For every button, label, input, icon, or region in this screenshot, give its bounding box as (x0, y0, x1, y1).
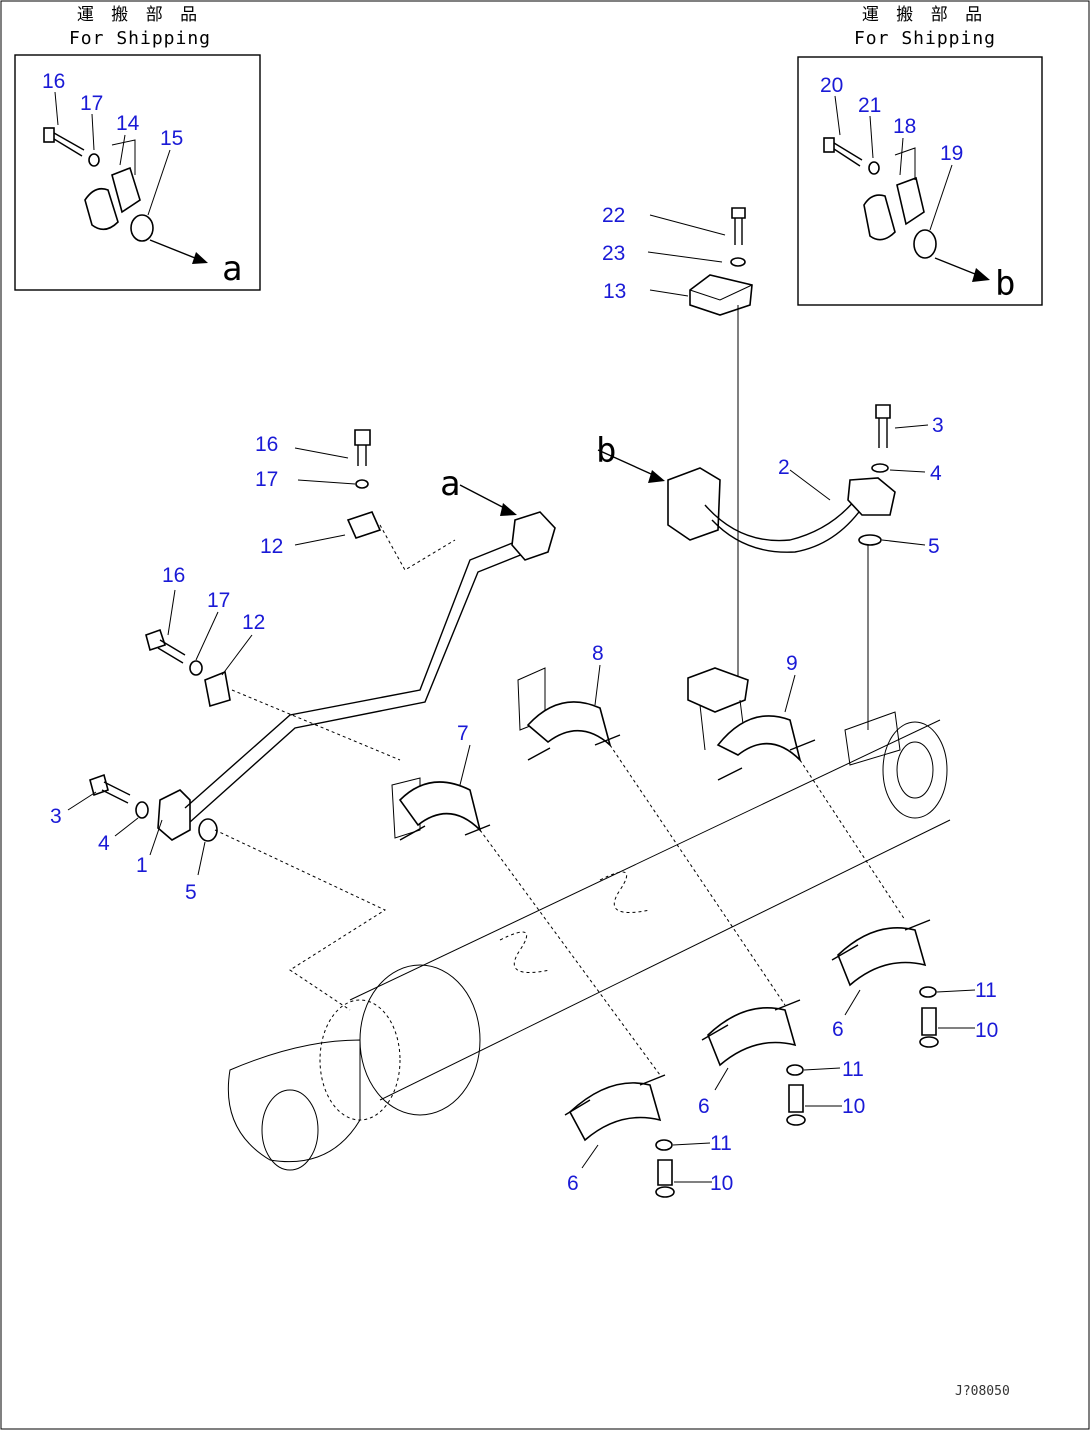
lower-band-mid (701, 999, 842, 1126)
band-8 (517, 664, 621, 761)
callout-1: 1 (136, 854, 148, 877)
shipping-box-b: 運 搬 部 品 For Shipping b 20 21 18 19 (797, 5, 1043, 306)
callout-16: 16 (162, 564, 185, 587)
callout-9: 9 (786, 652, 798, 675)
callout-12: 12 (242, 611, 265, 634)
callout-3: 3 (932, 414, 944, 437)
shipping-jp-label-a: 運 搬 部 品 (77, 5, 203, 25)
callout-19: 19 (940, 142, 963, 165)
callout-17: 17 (207, 589, 230, 612)
callout-4: 4 (98, 832, 110, 855)
drawing-code: J?08050 (955, 1384, 1010, 1399)
callout-6: 6 (832, 1018, 844, 1041)
shipping-box-frame-b (797, 56, 1043, 306)
shipping-en-label-b: For Shipping (854, 28, 996, 49)
washer-icon (868, 161, 880, 175)
callout-20: 20 (820, 74, 843, 97)
bolt-icon (823, 137, 863, 167)
callout-5: 5 (185, 881, 197, 904)
band-9 (687, 667, 816, 781)
upper-clamp-assembly (647, 207, 753, 680)
main-callouts: 22 23 13 16 17 12 3 4 2 5 16 17 12 8 9 7… (50, 204, 998, 1195)
callout-10: 10 (710, 1172, 733, 1195)
shipping-box-a: 運 搬 部 品 For Shipping a 16 17 14 15 (14, 5, 261, 291)
callout-6: 6 (698, 1095, 710, 1118)
callout-22: 22 (602, 204, 625, 227)
callout-17: 17 (255, 468, 278, 491)
callout-17: 17 (80, 92, 103, 115)
washer-icon (88, 153, 100, 167)
callout-6: 6 (567, 1172, 579, 1195)
band-7 (391, 744, 491, 841)
ref-letter-a: a (222, 249, 242, 289)
callout-21: 21 (858, 94, 881, 117)
callout-12: 12 (260, 535, 283, 558)
callout-16: 16 (255, 433, 278, 456)
lower-band-left (564, 1074, 712, 1198)
callout-7: 7 (457, 722, 469, 745)
callout-4: 4 (930, 462, 942, 485)
callout-23: 23 (602, 242, 625, 265)
shipping-jp-label-b: 運 搬 部 品 (862, 5, 988, 25)
callout-2: 2 (778, 456, 790, 479)
callout-10: 10 (842, 1095, 865, 1118)
ref-letter-b: b (995, 264, 1015, 304)
split-flange-icon (863, 147, 925, 241)
bolt-icon (43, 127, 85, 157)
split-flange-icon (84, 139, 141, 231)
lower-band-right (831, 919, 976, 1048)
callout-5: 5 (928, 535, 940, 558)
callout-10: 10 (975, 1019, 998, 1042)
callout-11: 11 (975, 979, 997, 1002)
pipe-ref-a: a (440, 464, 460, 504)
cylinder (227, 711, 951, 1171)
callout-13: 13 (603, 280, 626, 303)
callout-8: 8 (592, 642, 604, 665)
shipping-en-label-a: For Shipping (69, 28, 211, 49)
callout-18: 18 (893, 115, 916, 138)
callout-15: 15 (160, 127, 183, 150)
callout-3: 3 (50, 805, 62, 828)
pipe-ref-b: b (596, 431, 616, 471)
o-ring-icon (913, 229, 937, 259)
shipping-box-frame-a (14, 54, 261, 291)
o-ring-icon (130, 214, 154, 242)
callout-11: 11 (842, 1058, 864, 1081)
pipe-1: a (67, 429, 556, 1011)
callout-14: 14 (116, 112, 140, 135)
callout-16: 16 (42, 70, 65, 93)
callout-11: 11 (710, 1132, 732, 1155)
pipe-2: b (596, 404, 929, 730)
